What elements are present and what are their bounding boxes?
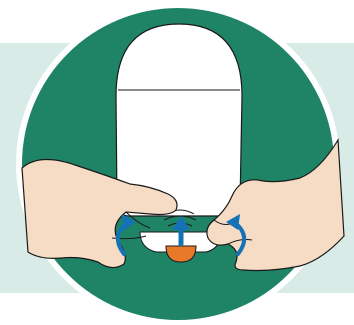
pouch-peel-illustration bbox=[0, 0, 354, 325]
